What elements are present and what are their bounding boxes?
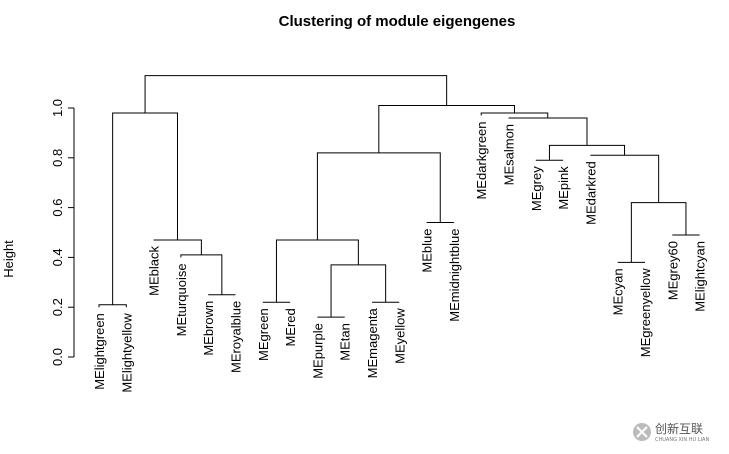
leaf-label: MElightyellow bbox=[119, 313, 134, 393]
leaf-label: MEred bbox=[283, 308, 298, 346]
dendrogram-branch bbox=[144, 75, 448, 113]
watermark-text: 创新互联 bbox=[655, 421, 703, 436]
leaf-label: MEblack bbox=[147, 245, 162, 295]
leaf-label: MEpurple bbox=[310, 323, 325, 379]
dendrogram-branch bbox=[590, 154, 660, 203]
leaf-label: MEdarkgreen bbox=[474, 121, 489, 199]
dendrogram-branches bbox=[98, 75, 700, 318]
leaf-label: MEtan bbox=[338, 323, 353, 361]
dendrogram-branch bbox=[316, 152, 441, 240]
leaf-label: MEgreen bbox=[256, 308, 271, 361]
circled-x-logo-mark bbox=[636, 426, 648, 438]
dendrogram-branch bbox=[548, 144, 626, 161]
y-axis: 0.0 0.2 0.4 0.6 0.8 1.0 bbox=[50, 99, 75, 366]
leaf-label: MEroyalblue bbox=[229, 301, 244, 373]
leaf-label: MEmidnightblue bbox=[447, 229, 462, 322]
leaf-label: MEblue bbox=[420, 229, 435, 273]
dendrogram-branch bbox=[112, 112, 178, 305]
dendrogram-branch bbox=[153, 239, 202, 255]
leaf-label: MEmagenta bbox=[365, 307, 380, 378]
dendrogram-branch bbox=[508, 117, 588, 146]
dendrogram-branch bbox=[98, 304, 127, 308]
watermark: 创新互联 CHUANG XIN HU LIAN bbox=[633, 421, 709, 443]
leaf-label: MEsalmon bbox=[502, 124, 517, 185]
leaf-label: MEgrey60 bbox=[665, 241, 680, 300]
watermark-subtext: CHUANG XIN HU LIAN bbox=[655, 437, 709, 443]
leaf-label: MEdarkred bbox=[583, 161, 598, 225]
leaf-label: MElightgreen bbox=[92, 313, 107, 390]
leaf-label: MEyellow bbox=[392, 308, 407, 364]
y-tick-label: 1.0 bbox=[50, 99, 65, 117]
y-axis-label: Height bbox=[1, 240, 16, 278]
y-tick-label: 0.2 bbox=[50, 298, 65, 316]
y-tick-label: 0.6 bbox=[50, 199, 65, 217]
leaf-label: MElightcyan bbox=[693, 241, 708, 312]
leaf-label: MEbrown bbox=[201, 301, 216, 356]
y-tick-label: 0.4 bbox=[50, 248, 65, 266]
leaf-labels: MElightgreen MElightyellow MEblack MEturquo… bbox=[92, 121, 708, 392]
leaf-label: MEpink bbox=[556, 166, 571, 210]
y-tick-label: 0.0 bbox=[50, 348, 65, 366]
dendrogram-branch bbox=[480, 112, 549, 118]
chart-title: Clustering of module eigengenes bbox=[279, 13, 516, 30]
dendrogram-branch bbox=[275, 239, 359, 303]
leaf-label: MEgreenyellow bbox=[638, 268, 653, 357]
leaf-label: MEturquoise bbox=[174, 263, 189, 336]
y-tick-label: 0.8 bbox=[50, 149, 65, 167]
leaf-label: MEcyan bbox=[611, 268, 626, 315]
leaf-label: MEgrey bbox=[529, 166, 544, 211]
